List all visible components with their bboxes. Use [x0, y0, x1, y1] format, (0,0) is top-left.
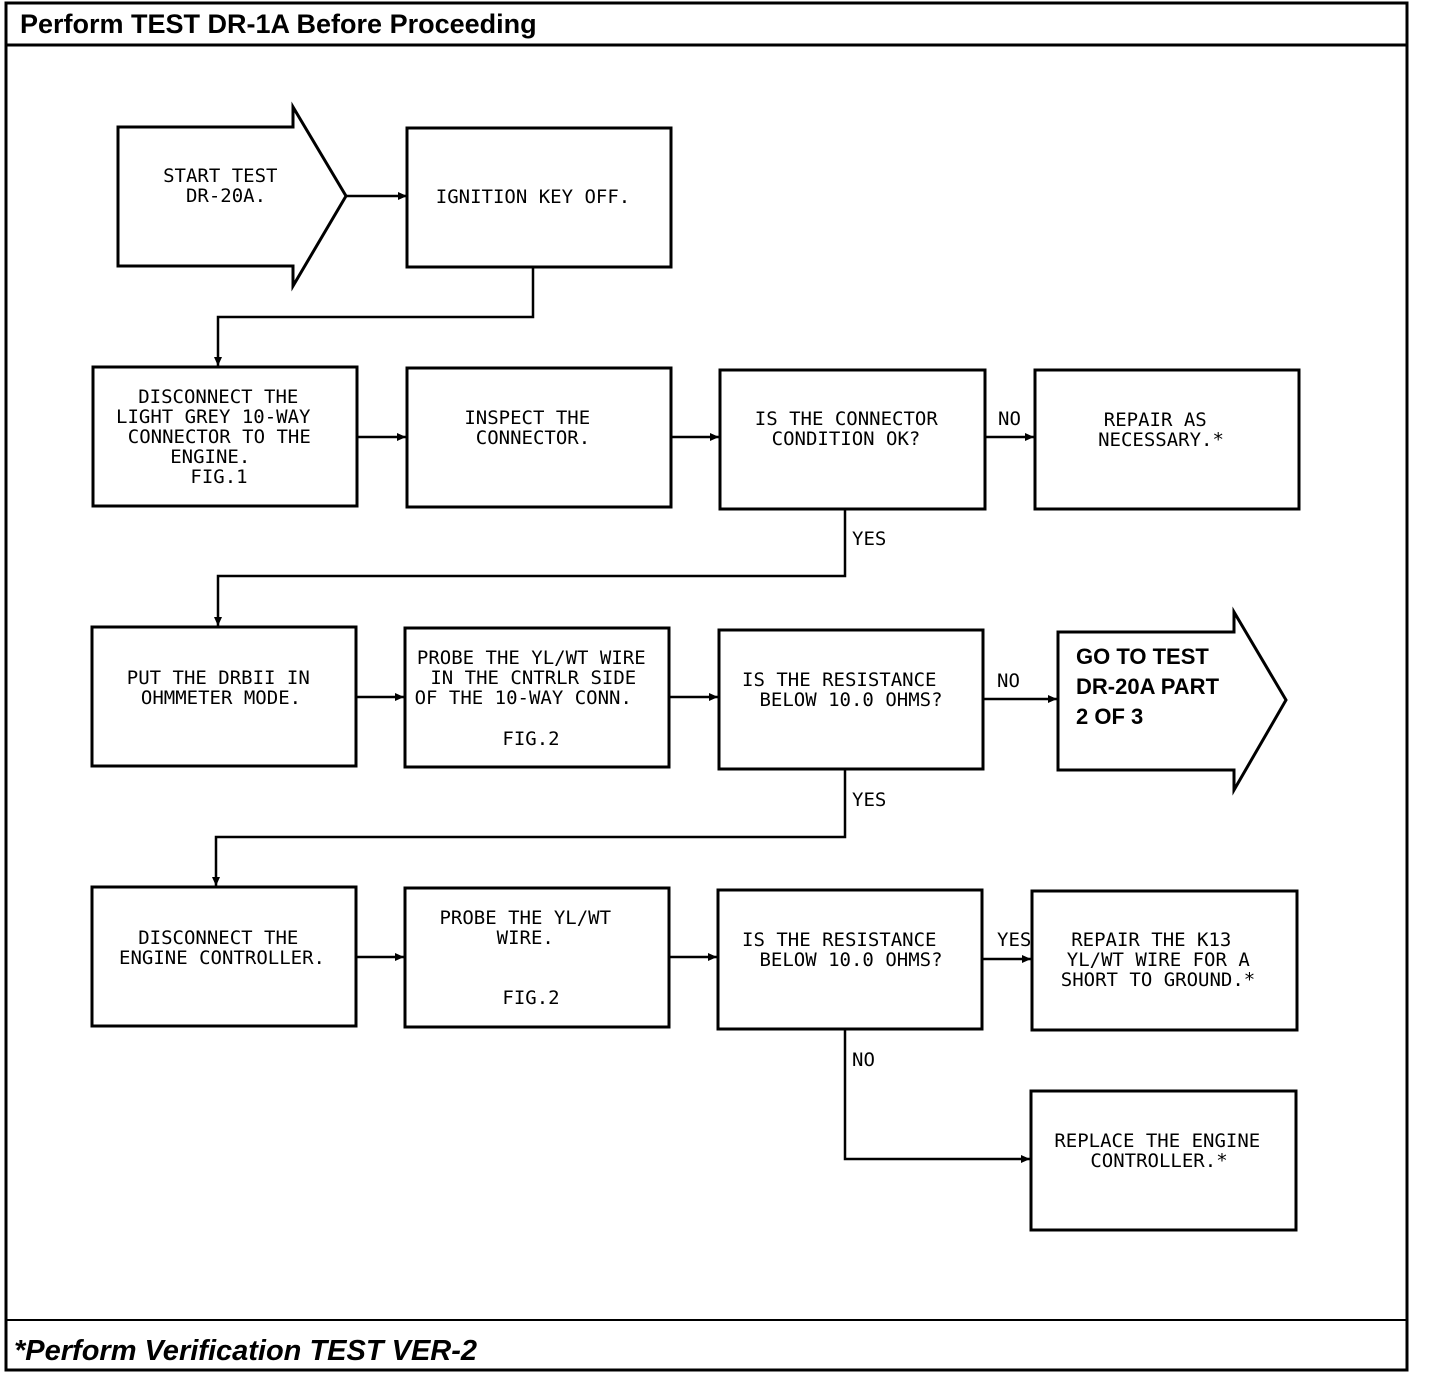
resistance-1-text: IS THE RESISTANCE BELOW 10.0 OHMS?	[742, 669, 948, 711]
footer-note: *Perform Verification TEST VER-2	[14, 1335, 477, 1367]
label-yes-connector: YES	[852, 528, 886, 550]
resistance-question-2	[716, 888, 984, 1031]
label-no-resistance: NO	[997, 670, 1020, 692]
probe-cntrlr-side-box	[403, 626, 671, 769]
disconnect-grey-text: DISCONNECT THE LIGHT GREY 10-WAY CONNECT…	[116, 386, 322, 488]
connector-condition-question	[718, 368, 987, 511]
ignition-text: IGNITION KEY OFF.	[436, 186, 630, 208]
probe-cntrlr-text: PROBE THE YL/WT WIRE IN THE CNTRLR SIDE …	[415, 647, 658, 750]
resistance-question-1	[717, 628, 985, 771]
repair-necessary-text: REPAIR AS NECESSARY.*	[1098, 409, 1224, 451]
repair-k13-box	[1030, 889, 1299, 1032]
inspect-text: INSPECT THE CONNECTOR.	[464, 407, 601, 449]
put-drbii-box	[90, 625, 358, 768]
disconnect-grey-connector-box	[91, 365, 359, 508]
replace-controller-text: REPLACE THE ENGINE CONTROLLER.*	[1054, 1130, 1271, 1172]
label-yes-resistance-2: YES	[997, 929, 1031, 951]
connector-condition-text: IS THE CONNECTOR CONDITION OK?	[755, 408, 949, 450]
start-text: START TEST DR-20A.	[163, 165, 289, 207]
start-arrow-shape	[116, 101, 348, 292]
arrow-yes-to-put-drbii	[214, 509, 847, 626]
outer-frame	[4, 1, 1409, 1372]
probe-yl-text: PROBE THE YL/WT WIRE. FIG.2	[439, 907, 622, 1009]
header-title: Perform TEST DR-1A Before Proceeding	[20, 9, 537, 39]
repair-as-necessary-box	[1033, 368, 1301, 511]
label-yes-resistance: YES	[852, 789, 886, 811]
resistance-2-text: IS THE RESISTANCE BELOW 10.0 OHMS?	[742, 929, 948, 971]
arrow-no-to-replace	[843, 1029, 1030, 1163]
label-no-connector: NO	[998, 408, 1021, 430]
arrow-yes-to-disconnect-engine	[212, 770, 847, 886]
replace-engine-controller-box	[1029, 1089, 1298, 1232]
label-no-resistance-2: NO	[852, 1049, 875, 1071]
inspect-connector-box	[405, 366, 673, 509]
connector-lines	[212, 192, 1057, 1163]
goto-test-text: GO TO TEST DR-20A PART 2 OF 3	[1076, 644, 1225, 729]
disconnect-engine-text: DISCONNECT THE ENGINE CONTROLLER.	[119, 927, 325, 969]
repair-k13-text: REPAIR THE K13 YL/WT WIRE FOR A SHORT TO…	[1061, 929, 1261, 991]
arrow-ignition-to-disconnect	[214, 268, 535, 366]
goto-test-arrow-shape	[1056, 606, 1288, 796]
disconnect-engine-controller-box	[90, 885, 358, 1028]
put-drbii-text: PUT THE DRBII IN OHMMETER MODE.	[127, 667, 321, 709]
probe-yl-wt-box	[403, 886, 671, 1029]
ignition-key-box	[405, 126, 673, 269]
